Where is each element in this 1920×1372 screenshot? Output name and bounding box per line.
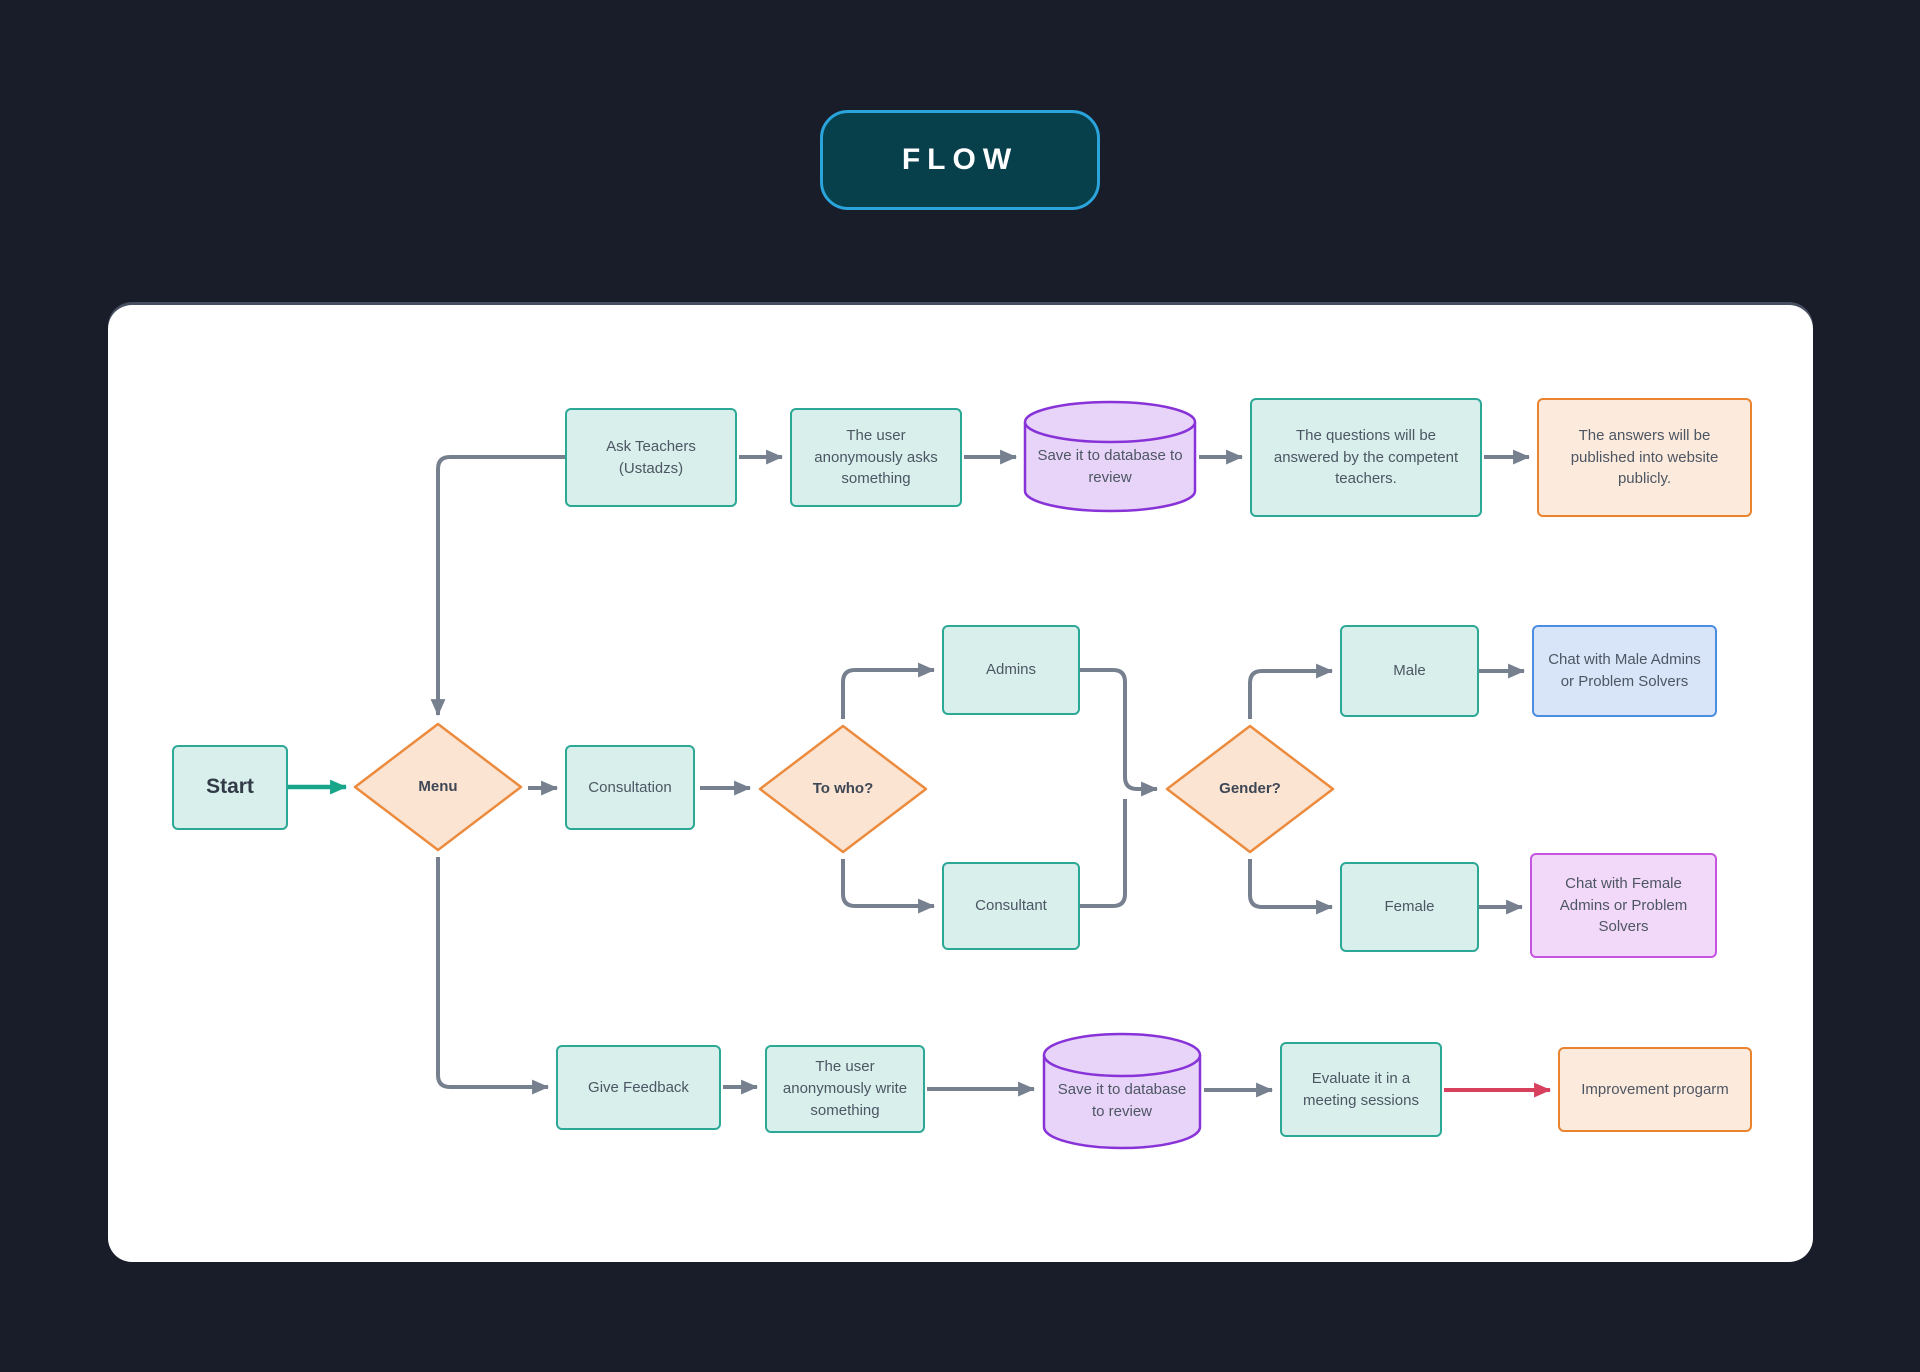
node-give-feedback-label: Give Feedback — [588, 1078, 689, 1096]
node-user-asks-label: The user anonymously asks something — [814, 426, 938, 488]
node-admins: Admins — [942, 625, 1080, 715]
database-save-top-label: Save it to database to review — [1037, 446, 1183, 486]
node-consultant-label: Consultant — [975, 897, 1047, 915]
decision-gender-label: Gender? — [1219, 780, 1281, 798]
node-give-feedback: Give Feedback — [556, 1045, 721, 1130]
node-questions-answered: The questions will be answered by the co… — [1250, 398, 1482, 517]
decision-menu-label: Menu — [418, 778, 458, 796]
node-admins-label: Admins — [985, 661, 1037, 679]
flow-badge: FLOW — [820, 110, 1100, 210]
database-save-bottom: Save it to database to review — [1042, 1032, 1202, 1150]
decision-to-who-label: To who? — [812, 780, 874, 798]
node-questions-answered-label: The questions will be answered by the co… — [1273, 426, 1459, 488]
database-save-bottom-label: Save it to database to review — [1057, 1081, 1187, 1120]
connector-askteachers-menu — [430, 455, 565, 717]
connector-admins-gender — [1080, 668, 1159, 797]
connector-gender-female — [1248, 859, 1334, 915]
node-improvement: Improvement progarm — [1558, 1047, 1752, 1132]
connector-towho-admins — [841, 662, 936, 719]
connector-towho-consultant — [841, 859, 936, 914]
node-consultant: Consultant — [942, 862, 1080, 950]
node-answers-published: The answers will be published into websi… — [1537, 398, 1752, 517]
decision-gender: Gender? — [1165, 724, 1335, 854]
node-start: Start — [172, 745, 288, 830]
node-ask-teachers-label: Ask Teachers (Ustadzs) — [606, 437, 696, 477]
node-answers-published-label: The answers will be published into websi… — [1570, 426, 1719, 488]
connector-menu-givefeedback — [436, 857, 550, 1095]
database-save-top: Save it to database to review — [1023, 400, 1197, 513]
node-male: Male — [1340, 625, 1479, 717]
node-user-writes: The user anonymously write something — [765, 1045, 925, 1133]
node-male-label: Male — [1393, 662, 1426, 680]
node-chat-male: Chat with Male Admins or Problem Solvers — [1532, 625, 1717, 717]
node-evaluate-label: Evaluate it in a meeting sessions — [1303, 1069, 1419, 1109]
node-evaluate: Evaluate it in a meeting sessions — [1280, 1042, 1442, 1137]
decision-to-who: To who? — [758, 724, 928, 854]
connector-gender-male — [1248, 663, 1334, 719]
flowchart-canvas: Start Menu Consultation To who? Admins C… — [108, 305, 1813, 1262]
node-chat-female-label: Chat with Female Admins or Problem Solve… — [1559, 874, 1688, 936]
node-user-writes-label: The user anonymously write something — [782, 1058, 908, 1119]
connector-consultant-gender — [1080, 799, 1127, 908]
node-consultation-label: Consultation — [588, 778, 672, 796]
node-female: Female — [1340, 862, 1479, 952]
node-chat-female: Chat with Female Admins or Problem Solve… — [1530, 853, 1717, 958]
connector-layer — [288, 449, 1552, 1098]
node-chat-male-label: Chat with Male Admins or Problem Solvers — [1548, 651, 1701, 690]
node-consultation: Consultation — [565, 745, 695, 830]
node-female-label: Female — [1384, 898, 1435, 916]
node-improvement-label: Improvement progarm — [1581, 1080, 1729, 1098]
decision-menu: Menu — [353, 722, 523, 852]
node-start-label: Start — [206, 775, 254, 799]
node-ask-teachers: Ask Teachers (Ustadzs) — [565, 408, 737, 507]
flow-badge-label: FLOW — [901, 143, 1019, 176]
node-user-asks: The user anonymously asks something — [790, 408, 962, 507]
